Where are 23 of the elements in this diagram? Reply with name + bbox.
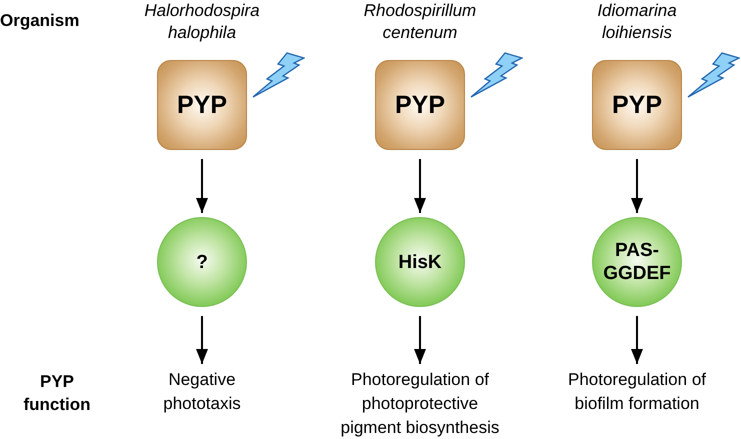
domain-name: PAS-GGDEF bbox=[602, 239, 672, 285]
protein-name: PYP bbox=[394, 91, 446, 119]
arrow bbox=[631, 316, 643, 364]
organism-name: Rhodospirillum centenum bbox=[362, 0, 478, 44]
function-text: Negative phototaxis bbox=[156, 368, 248, 416]
protein-box bbox=[375, 60, 465, 150]
protein-box bbox=[157, 60, 247, 150]
arrow bbox=[196, 159, 208, 213]
function-text: Photoregulation of biofilm formation bbox=[557, 368, 717, 416]
protein-name: PYP bbox=[176, 91, 228, 119]
protein-box bbox=[592, 60, 682, 150]
row-heading: PYP function bbox=[22, 371, 92, 416]
function-text: Photoregulation of photoprotective pigment biosynthesis bbox=[337, 368, 503, 439]
organism-name: Halorhodospira halophila bbox=[143, 0, 261, 44]
arrow bbox=[196, 316, 208, 364]
arrow bbox=[414, 316, 426, 364]
domain-name: HisK bbox=[398, 250, 442, 274]
row-heading: Organism bbox=[0, 11, 80, 31]
domain-name: ? bbox=[196, 250, 208, 274]
organism-name: Idiomarina loihiensis bbox=[596, 0, 678, 44]
protein-name: PYP bbox=[612, 91, 662, 119]
arrow bbox=[631, 159, 643, 213]
arrow bbox=[414, 159, 426, 213]
